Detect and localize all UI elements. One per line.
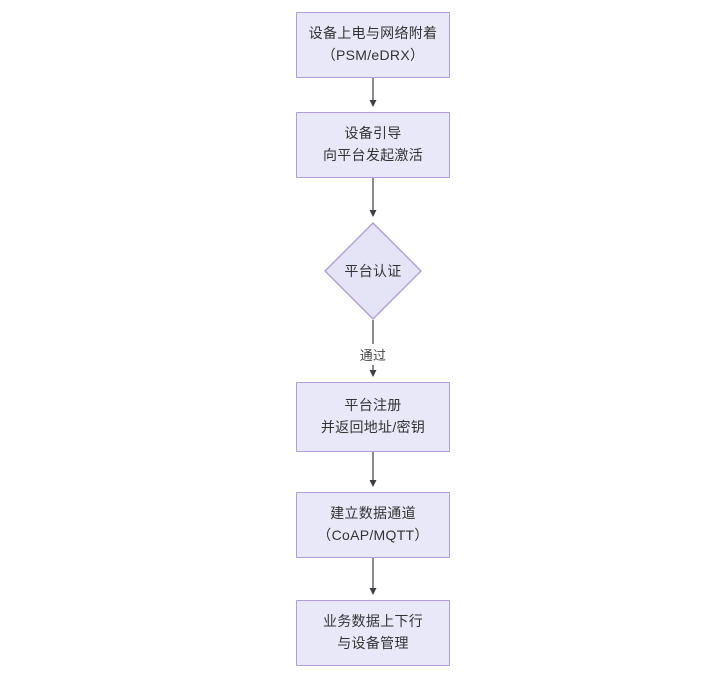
node-text-line: 向平台发起激活 bbox=[322, 147, 424, 163]
node-text-line: 建立数据通道 bbox=[330, 505, 416, 522]
node-text-line: （PSM/eDRX） bbox=[321, 47, 425, 63]
node-text-line: （CoAP/MQTT） bbox=[317, 527, 429, 543]
node-text-line: 并返回地址/密钥 bbox=[320, 419, 426, 435]
node-text-line: 平台注册 bbox=[344, 397, 402, 414]
node-text-line: 平台认证 bbox=[344, 263, 402, 279]
flow-node-device-power-on[interactable]: 设备上电与网络附着 （PSM/eDRX） bbox=[296, 12, 450, 78]
flow-node-platform-authentication[interactable]: 平台认证 bbox=[324, 222, 422, 320]
edge-label-pass: 通过 bbox=[356, 344, 390, 365]
flow-node-device-bootstrap[interactable]: 设备引导 向平台发起激活 bbox=[296, 112, 450, 178]
flow-node-business-data[interactable]: 业务数据上下行 与设备管理 bbox=[296, 600, 450, 666]
node-text-line: 设备引导 bbox=[344, 125, 402, 142]
node-text-line: 业务数据上下行 bbox=[322, 613, 424, 630]
node-text-line: 与设备管理 bbox=[337, 635, 409, 651]
flow-node-data-channel[interactable]: 建立数据通道 （CoAP/MQTT） bbox=[296, 492, 450, 558]
node-text-line: 设备上电与网络附着 bbox=[308, 25, 438, 42]
diamond-shape-icon bbox=[324, 222, 422, 320]
flow-node-platform-registration[interactable]: 平台注册 并返回地址/密钥 bbox=[296, 382, 450, 452]
